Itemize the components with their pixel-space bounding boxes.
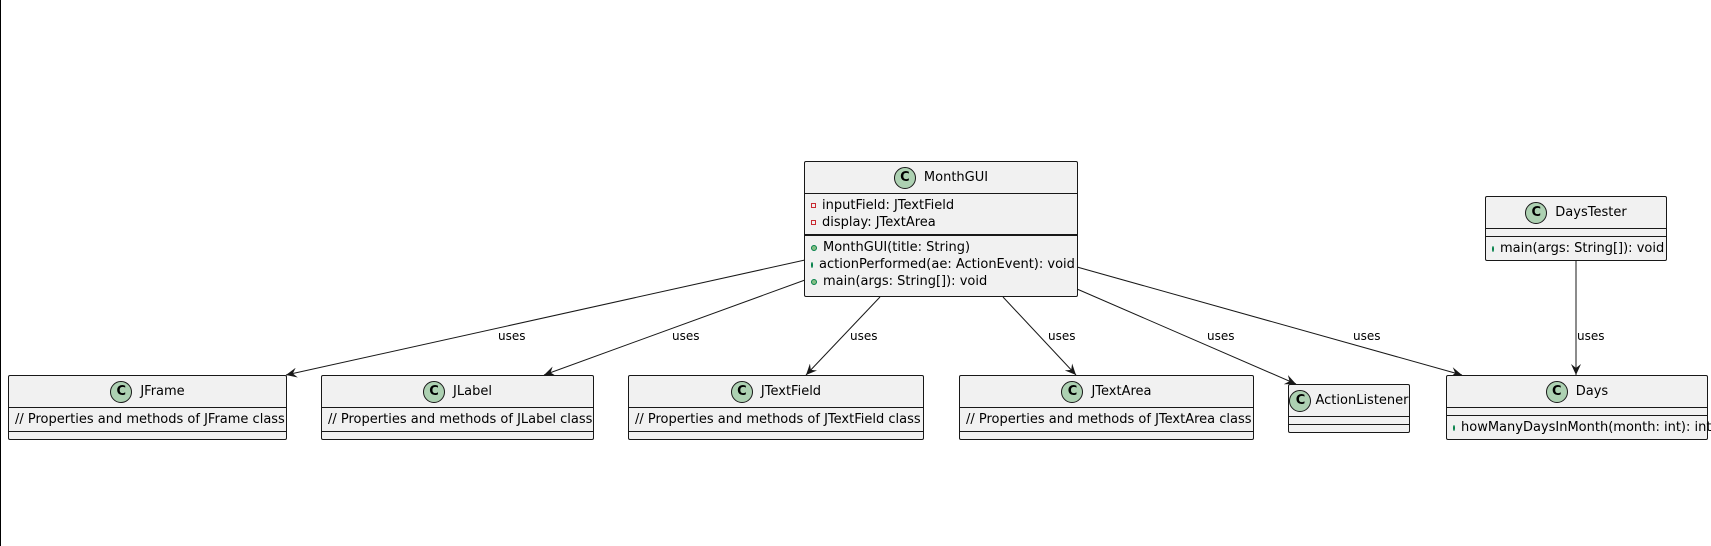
- method-text: howManyDaysInMonth(month: int): int: [1461, 420, 1711, 435]
- class-icon: C: [1525, 201, 1548, 224]
- class-jlabel[interactable]: C JLabel // Properties and methods of JL…: [321, 375, 594, 440]
- class-jtextfield[interactable]: C JTextField // Properties and methods o…: [628, 375, 924, 440]
- body-section: // Properties and methods of JTextArea c…: [960, 407, 1253, 431]
- class-icon: C: [423, 380, 446, 403]
- class-name: JTextField: [760, 384, 822, 399]
- body-section: // Properties and methods of JTextField …: [629, 407, 923, 431]
- public-icon: [1492, 245, 1494, 252]
- class-actionlistener[interactable]: C ActionListener: [1288, 384, 1410, 433]
- field-text: display: JTextArea: [822, 215, 936, 230]
- class-name: JFrame: [140, 384, 185, 399]
- method-text: actionPerformed(ae: ActionEvent): void: [819, 257, 1075, 272]
- body-section: // Properties and methods of JFrame clas…: [9, 407, 286, 431]
- class-name: ActionListener: [1315, 393, 1409, 408]
- class-icon: C: [1545, 380, 1568, 403]
- methods-section: main(args: String[]): void: [1486, 236, 1666, 260]
- class-header: C Days: [1447, 376, 1707, 407]
- class-days[interactable]: C Days howManyDaysInMonth(month: int): i…: [1446, 375, 1711, 440]
- edge-label-actionlistener: uses: [1207, 329, 1235, 343]
- field-row: display: JTextArea: [811, 214, 1071, 231]
- edge-label-jlabel: uses: [672, 329, 700, 343]
- class-icon: C: [893, 166, 916, 189]
- body-text: // Properties and methods of JLabel clas…: [328, 412, 593, 427]
- class-header: C JFrame: [9, 376, 286, 407]
- body-section: // Properties and methods of JLabel clas…: [322, 407, 593, 431]
- public-icon: [1453, 424, 1455, 431]
- edge-monthgui-jtextfield: [805, 296, 881, 376]
- method-text: main(args: String[]): void: [823, 274, 988, 289]
- class-header: C JLabel: [322, 376, 593, 407]
- body-text: // Properties and methods of JTextArea c…: [966, 412, 1252, 427]
- class-icon: C: [110, 380, 133, 403]
- edge-monthgui-jframe: [285, 259, 806, 378]
- body-text: // Properties and methods of JFrame clas…: [15, 412, 285, 427]
- edge-label-jtextarea: uses: [1048, 329, 1076, 343]
- edge-monthgui-jlabel: [543, 279, 806, 376]
- edge-label-daystester-days: uses: [1577, 329, 1605, 343]
- class-icon: C: [1061, 380, 1084, 403]
- class-header: C JTextArea: [960, 376, 1253, 407]
- class-icon: C: [1289, 389, 1312, 412]
- class-icon: C: [730, 380, 753, 403]
- class-header: C MonthGUI: [805, 162, 1077, 193]
- class-name: JLabel: [453, 384, 492, 399]
- edge-label-jframe: uses: [498, 329, 526, 343]
- edge-label-jtextfield: uses: [850, 329, 878, 343]
- class-name: MonthGUI: [923, 170, 989, 185]
- method-row: actionPerformed(ae: ActionEvent): void: [811, 256, 1075, 273]
- body-row: // Properties and methods of JLabel clas…: [328, 411, 592, 428]
- fields-section: [1447, 407, 1707, 415]
- empty-section: [629, 431, 923, 439]
- class-name: JTextArea: [1091, 384, 1152, 399]
- methods-section: [1289, 424, 1409, 432]
- edge-monthgui-jtextarea: [1002, 296, 1077, 376]
- methods-section: howManyDaysInMonth(month: int): int: [1447, 415, 1711, 439]
- method-row: MonthGUI(title: String): [811, 239, 1071, 256]
- edge-monthgui-days: [1076, 266, 1463, 377]
- class-header: C JTextField: [629, 376, 923, 407]
- private-icon: [811, 220, 816, 225]
- class-monthgui[interactable]: C MonthGUI inputField: JTextField displa…: [804, 161, 1078, 297]
- edge-label-days: uses: [1353, 329, 1381, 343]
- fields-section: [1486, 228, 1666, 236]
- body-row: // Properties and methods of JTextArea c…: [966, 411, 1252, 428]
- method-row: howManyDaysInMonth(month: int): int: [1453, 419, 1711, 436]
- empty-section: [322, 431, 593, 439]
- body-text: // Properties and methods of JTextField …: [635, 412, 921, 427]
- method-text: MonthGUI(title: String): [823, 240, 971, 255]
- field-row: inputField: JTextField: [811, 197, 1071, 214]
- public-icon: [811, 244, 817, 251]
- class-jtextarea[interactable]: C JTextArea // Properties and methods of…: [959, 375, 1254, 440]
- edge-monthgui-actionlistener: [1076, 288, 1297, 385]
- public-icon: [811, 278, 817, 285]
- class-header: C DaysTester: [1486, 197, 1666, 228]
- class-name: Days: [1575, 384, 1609, 399]
- class-name: DaysTester: [1555, 205, 1627, 220]
- methods-section: MonthGUI(title: String) actionPerformed(…: [805, 234, 1077, 293]
- left-frame-border: [0, 0, 1, 546]
- body-row: // Properties and methods of JTextField …: [635, 411, 921, 428]
- empty-section: [960, 431, 1253, 439]
- class-header: C ActionListener: [1289, 385, 1409, 416]
- body-row: // Properties and methods of JFrame clas…: [15, 411, 285, 428]
- method-text: main(args: String[]): void: [1500, 241, 1665, 256]
- method-row: main(args: String[]): void: [1492, 240, 1664, 257]
- private-icon: [811, 203, 816, 208]
- fields-section: [1289, 416, 1409, 424]
- class-jframe[interactable]: C JFrame // Properties and methods of JF…: [8, 375, 287, 440]
- fields-section: inputField: JTextField display: JTextAre…: [805, 193, 1077, 234]
- field-text: inputField: JTextField: [822, 198, 955, 213]
- class-daystester[interactable]: C DaysTester main(args: String[]): void: [1485, 196, 1667, 261]
- empty-section: [9, 431, 286, 439]
- public-icon: [811, 261, 813, 268]
- method-row: main(args: String[]): void: [811, 273, 1071, 290]
